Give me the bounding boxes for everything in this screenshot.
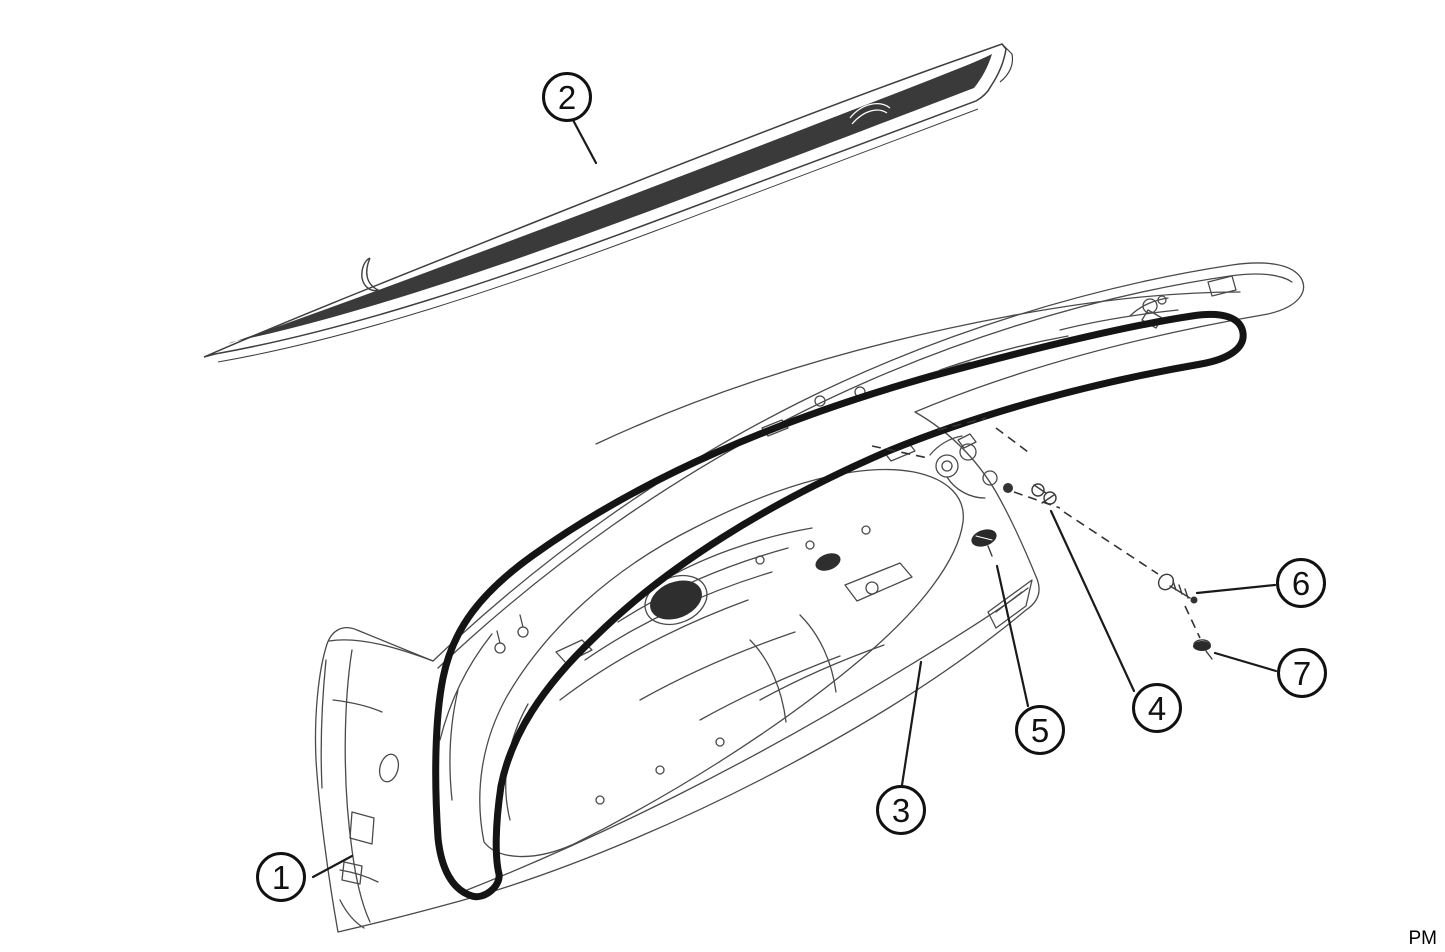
callout-5-number: 5 (1030, 711, 1050, 749)
callout-2-number: 2 (557, 78, 577, 116)
callout-7-number: 7 (1292, 654, 1312, 692)
callout-3: 3 (876, 785, 926, 835)
hardware-parts-drawing (971, 483, 1213, 660)
callout-4-number: 4 (1147, 689, 1167, 727)
callout-1: 1 (256, 852, 306, 902)
door-shell-drawing (314, 262, 1305, 933)
glass-panel-drawing (203, 43, 1014, 363)
callout-6: 6 (1276, 558, 1326, 608)
callout-6-number: 6 (1291, 564, 1311, 602)
callout-4: 4 (1132, 683, 1182, 733)
page-code-label: PM (1408, 928, 1438, 949)
callout-3-number: 3 (891, 791, 911, 829)
callout-2: 2 (542, 72, 592, 122)
assembly-dashed-lines (871, 417, 1201, 639)
callout-7: 7 (1277, 648, 1327, 698)
weatherstrip-seal-drawing (432, 310, 1247, 901)
callout-leader-lines (311, 118, 1278, 879)
callout-1-number: 1 (271, 858, 291, 896)
callout-5: 5 (1015, 705, 1065, 755)
